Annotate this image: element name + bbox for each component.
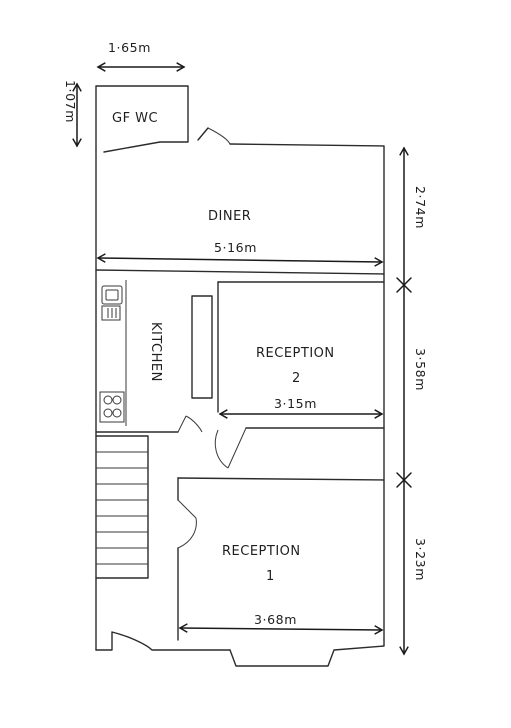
reception1-width-label: 3·68m bbox=[254, 612, 297, 627]
reception1-top-wall bbox=[177, 477, 385, 481]
diner-bottom-wall bbox=[95, 269, 385, 275]
diner-depth-label: 2·74m bbox=[413, 186, 428, 229]
bay-window bbox=[229, 639, 385, 667]
diner-label: DINER bbox=[208, 209, 251, 224]
reception1-label: RECEPTION bbox=[222, 544, 301, 559]
hob-icon bbox=[99, 391, 125, 423]
dimension-lines bbox=[72, 62, 412, 656]
gf-wc-label: GF WC bbox=[112, 111, 158, 126]
diner-width-dimension-line bbox=[96, 253, 384, 267]
reception2-label: RECEPTION bbox=[256, 346, 335, 361]
front-entrance bbox=[95, 631, 231, 651]
diner-width-label: 5·16m bbox=[214, 240, 257, 255]
kitchen-label: KITCHEN bbox=[148, 322, 163, 382]
wc-depth-label: 1·07m bbox=[63, 80, 78, 123]
sink-icon bbox=[101, 285, 123, 305]
staircase bbox=[95, 435, 149, 579]
chimney-breast bbox=[191, 295, 213, 399]
kitchen-fittings bbox=[99, 280, 127, 426]
right-dimension-tick-2 bbox=[396, 472, 412, 488]
reception1-depth-label: 3·23m bbox=[413, 538, 428, 581]
reception2-depth-label: 3·58m bbox=[413, 348, 428, 391]
reception2-width-label: 3·15m bbox=[274, 396, 317, 411]
wc-width-label: 1·65m bbox=[108, 40, 151, 55]
walls bbox=[95, 85, 385, 667]
reception1-number: 1 bbox=[266, 569, 275, 584]
wc-walls bbox=[95, 85, 189, 153]
labels: GF WC DINER KITCHEN RECEPTION 2 RECEPTIO… bbox=[63, 40, 428, 627]
reception2-number: 2 bbox=[292, 371, 301, 386]
drainer-icon bbox=[101, 305, 121, 321]
reception1-width-dimension-line bbox=[178, 623, 384, 635]
diner-top-wall bbox=[197, 127, 385, 263]
right-dimension-tick-1 bbox=[396, 277, 412, 293]
